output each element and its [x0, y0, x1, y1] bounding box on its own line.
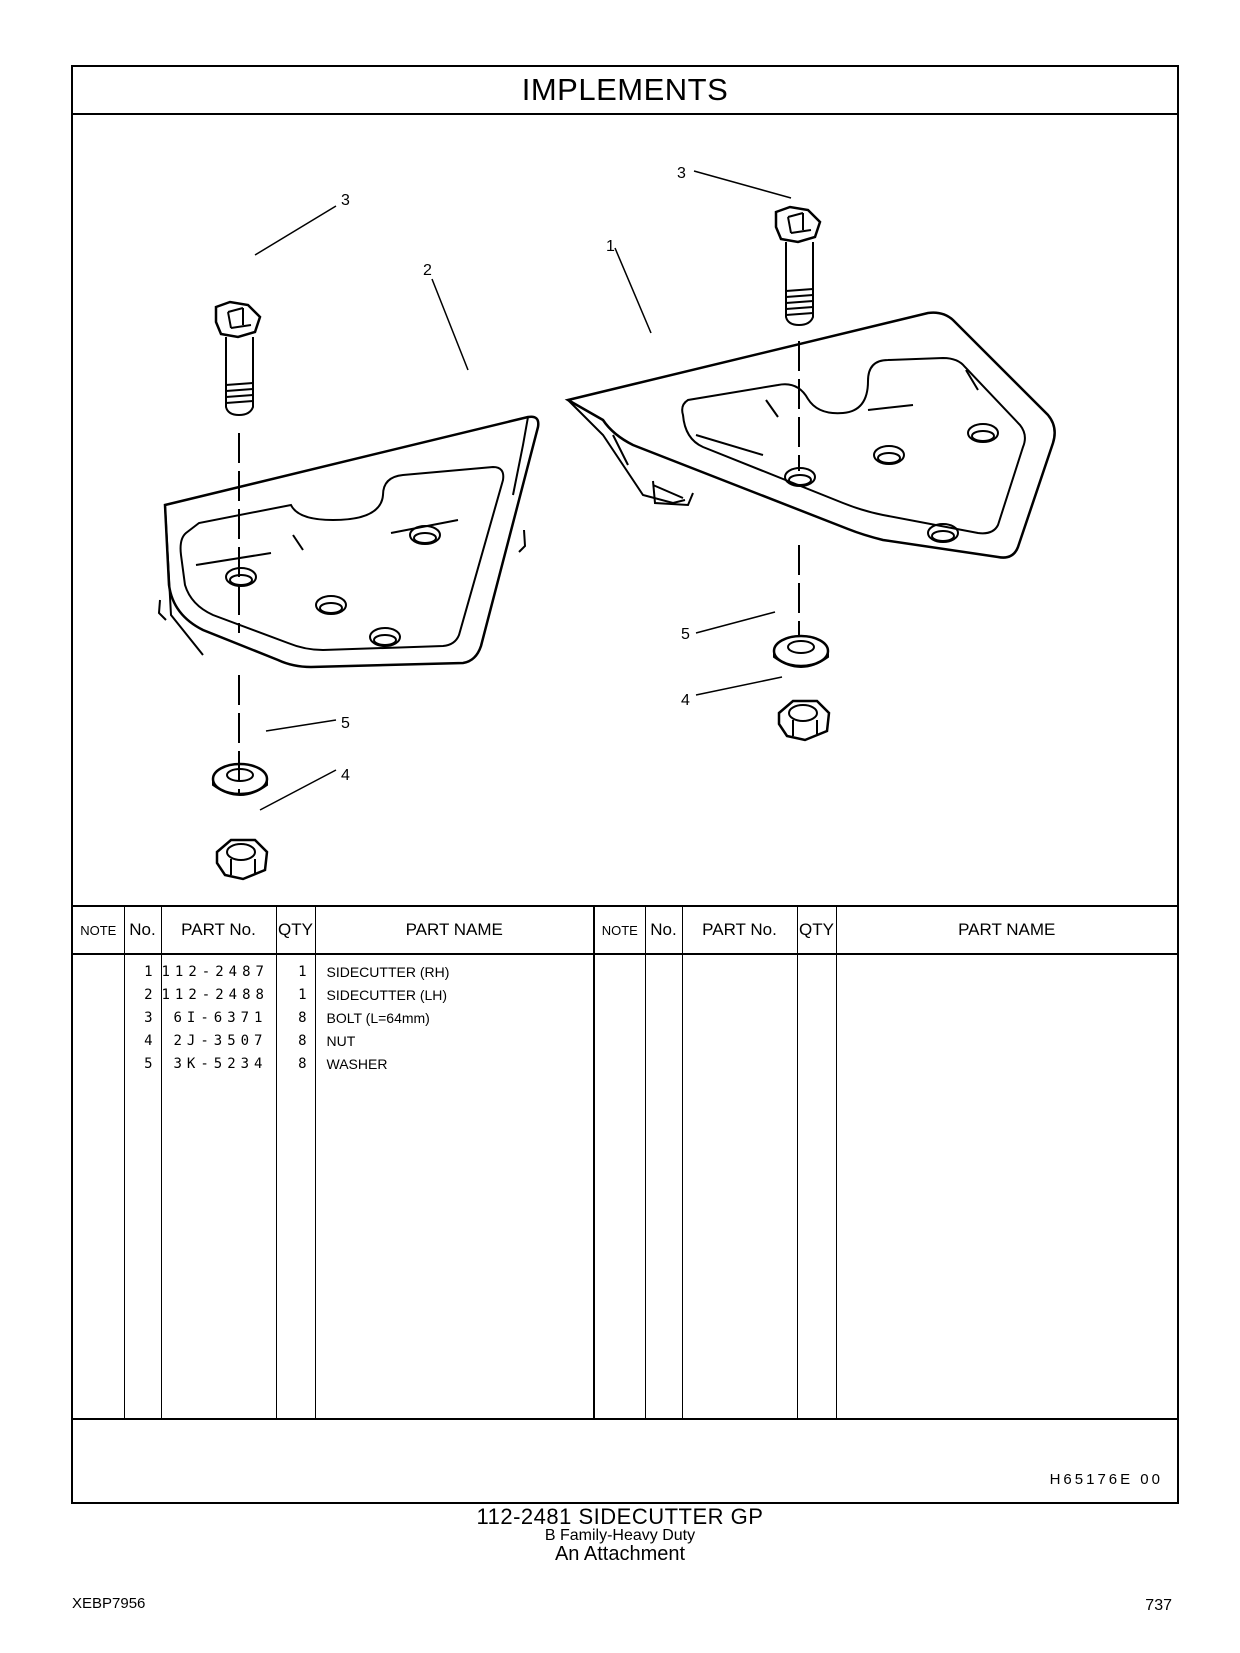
row-1-part-no: 112-2487	[161, 964, 269, 980]
row-1-qty: 1	[298, 964, 307, 980]
caption-attachment: An Attachment	[554, 1543, 686, 1565]
row-2-qty: 1	[298, 987, 307, 1003]
sidecutter-lh-illustration	[157, 415, 540, 669]
callout-2: 2	[423, 262, 432, 279]
parts-list-table: NOTE No. PART No. QTY PART NAME NOTE No.…	[73, 905, 1177, 1420]
row-3-qty: 8	[298, 1010, 307, 1026]
row-3-no: 3	[144, 1010, 153, 1026]
header-no-right: No.	[644, 905, 682, 955]
callout-5-left: 5	[341, 715, 350, 732]
row-2-no: 2	[144, 987, 153, 1003]
header-qty-right: QTY	[796, 905, 836, 955]
caption-family: B Family-Heavy Duty	[544, 1527, 696, 1544]
header-part-no-right: PART No.	[681, 905, 797, 955]
washer-left-illustration	[211, 762, 269, 796]
row-1-no: 1	[144, 964, 153, 980]
sidecutter-rh-illustration	[564, 311, 1056, 559]
header-note: NOTE	[73, 905, 124, 955]
row-2-part-name: SIDECUTTER (LH)	[326, 987, 448, 1003]
caption-group-title: 112-2481 SIDECUTTER GP	[476, 1504, 764, 1529]
illustration-reference-code: H65176E 00	[1049, 1471, 1163, 1488]
note-column	[73, 954, 124, 1420]
callout-leaders	[254, 170, 792, 811]
figure-caption: 112-2481 SIDECUTTER GP B Family-Heavy Du…	[0, 1504, 1240, 1565]
nut-right-illustration	[777, 699, 831, 742]
no-column-right	[644, 954, 682, 1420]
row-4-no: 4	[144, 1033, 153, 1049]
row-4-part-no: 2J-3507	[173, 1033, 268, 1049]
header-note-right: NOTE	[593, 905, 645, 955]
part-no-column-right	[681, 954, 797, 1420]
bolt-left-illustration	[214, 300, 262, 795]
header-part-no: PART No.	[160, 905, 276, 955]
page-frame: IMPLEMENTS	[71, 65, 1179, 1504]
table-header-row: NOTE No. PART No. QTY PART NAME NOTE No.…	[73, 905, 1177, 955]
row-5-part-no: 3K-5234	[173, 1056, 268, 1072]
nut-left-illustration	[215, 838, 269, 881]
callout-1: 1	[606, 238, 615, 255]
row-5-qty: 8	[298, 1056, 307, 1072]
exploded-parts-drawing: 3 2 5 4 3 1 5 4	[73, 115, 1177, 905]
page-number: 737	[1145, 1597, 1172, 1614]
header-qty: QTY	[275, 905, 315, 955]
row-3-part-no: 6I-6371	[173, 1010, 268, 1026]
header-part-name: PART NAME	[314, 905, 594, 955]
row-3-part-name: BOLT (L=64mm)	[326, 1010, 430, 1026]
no-column: 1 2 3 4 5	[123, 954, 161, 1420]
note-column-right	[593, 954, 645, 1420]
callout-5-right: 5	[681, 626, 690, 643]
part-name-column: SIDECUTTER (RH) SIDECUTTER (LH) BOLT (L=…	[314, 954, 594, 1420]
washer-right-illustration	[772, 634, 830, 668]
row-2-part-no: 112-2488	[161, 987, 269, 1003]
row-4-qty: 8	[298, 1033, 307, 1049]
page-title: IMPLEMENTS	[73, 67, 1177, 115]
table-body-row: 1 2 3 4 5 112-2487 112-2488 6I-6371 2J-3…	[73, 954, 1177, 1420]
row-5-no: 5	[144, 1056, 153, 1072]
callout-3-right: 3	[677, 165, 686, 182]
callout-4-right: 4	[681, 692, 690, 709]
callout-4-left: 4	[341, 767, 350, 784]
bolt-right-illustration	[774, 205, 822, 635]
header-part-name-right: PART NAME	[835, 905, 1177, 955]
row-1-part-name: SIDECUTTER (RH)	[326, 964, 450, 980]
document-id: XEBP7956	[72, 1595, 146, 1612]
header-no: No.	[123, 905, 161, 955]
callout-3-left: 3	[341, 192, 350, 209]
part-name-column-right	[835, 954, 1177, 1420]
row-5-part-name: WASHER	[326, 1056, 388, 1072]
part-no-column: 112-2487 112-2488 6I-6371 2J-3507 3K-523…	[160, 954, 276, 1420]
qty-column: 1 1 8 8 8	[275, 954, 315, 1420]
qty-column-right	[796, 954, 836, 1420]
row-4-part-name: NUT	[326, 1033, 356, 1049]
